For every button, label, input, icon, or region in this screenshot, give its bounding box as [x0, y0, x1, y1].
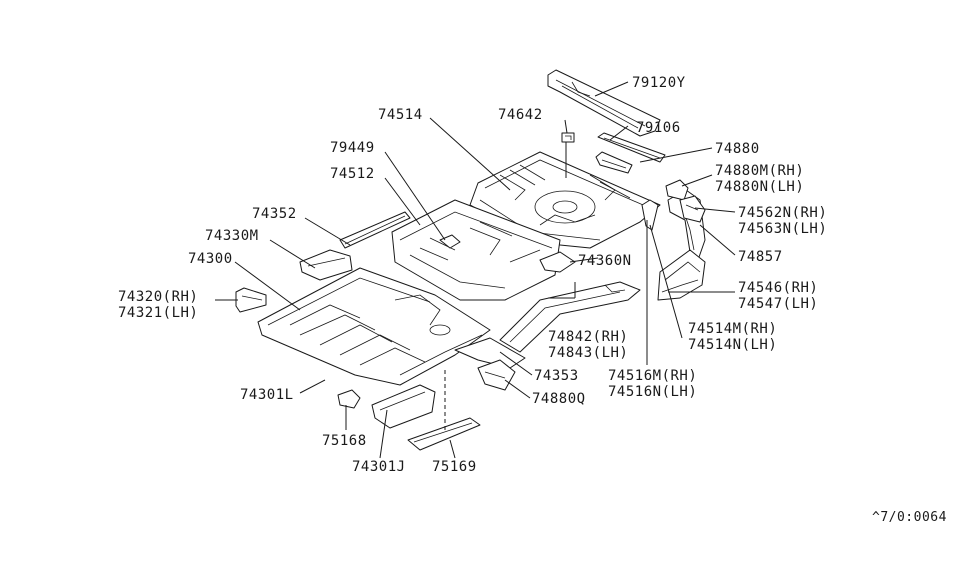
label-74514n: 74514N(LH)	[688, 337, 777, 353]
label-74516n: 74516N(LH)	[608, 384, 697, 400]
label-74880: 74880	[715, 141, 760, 157]
label-74320: 74320(RH)	[118, 289, 198, 305]
part-74546	[657, 249, 706, 301]
label-74880m: 74880M(RH)	[715, 163, 804, 179]
label-74642: 74642	[498, 107, 543, 123]
reference-code: ^7/0:0064	[872, 510, 947, 525]
label-74547: 74547(LH)	[738, 296, 818, 312]
part-75169	[407, 417, 481, 451]
part-75168	[337, 389, 361, 409]
label-74514: 74514	[378, 107, 423, 123]
part-74514m	[641, 199, 659, 231]
label-74563n: 74563N(LH)	[738, 221, 827, 237]
part-74352	[339, 211, 411, 249]
label-74301l: 74301L	[240, 387, 294, 403]
label-74353: 74353	[534, 368, 579, 384]
label-74546: 74546(RH)	[738, 280, 818, 296]
part-74642	[561, 132, 575, 143]
part-74512	[391, 199, 561, 301]
part-74330m	[299, 249, 353, 281]
label-74352: 74352	[252, 206, 297, 222]
part-79106	[597, 132, 666, 163]
label-74512: 74512	[330, 166, 375, 182]
label-74300: 74300	[188, 251, 233, 267]
part-74562n	[679, 195, 706, 223]
label-74880q: 74880Q	[532, 391, 586, 407]
label-74321: 74321(LH)	[118, 305, 198, 321]
part-74301j	[371, 384, 436, 429]
label-75169: 75169	[432, 459, 477, 475]
label-74360n: 74360N	[578, 253, 632, 269]
label-79120y: 79120Y	[632, 75, 686, 91]
leader-lines	[215, 81, 736, 459]
label-74301j: 74301J	[352, 459, 406, 475]
label-74562n: 74562N(RH)	[738, 205, 827, 221]
label-74514m: 74514M(RH)	[688, 321, 777, 337]
part-79120y	[547, 69, 661, 137]
part-74842	[499, 281, 641, 353]
part-74880m	[665, 179, 689, 201]
part-74300	[257, 267, 491, 386]
label-74843: 74843(LH)	[548, 345, 628, 361]
part-74880	[595, 151, 633, 174]
part-74360n	[539, 251, 576, 273]
label-75168: 75168	[322, 433, 367, 449]
label-74857: 74857	[738, 249, 783, 265]
label-79106: 79106	[636, 120, 681, 136]
label-74330m: 74330M	[205, 228, 259, 244]
part-74353	[454, 337, 526, 369]
label-74842: 74842(RH)	[548, 329, 628, 345]
label-79449: 79449	[330, 140, 375, 156]
part-74320	[235, 287, 267, 313]
label-74516m: 74516M(RH)	[608, 368, 697, 384]
part-79449	[439, 234, 461, 249]
label-74880n: 74880N(LH)	[715, 179, 804, 195]
part-74880q	[477, 359, 516, 391]
